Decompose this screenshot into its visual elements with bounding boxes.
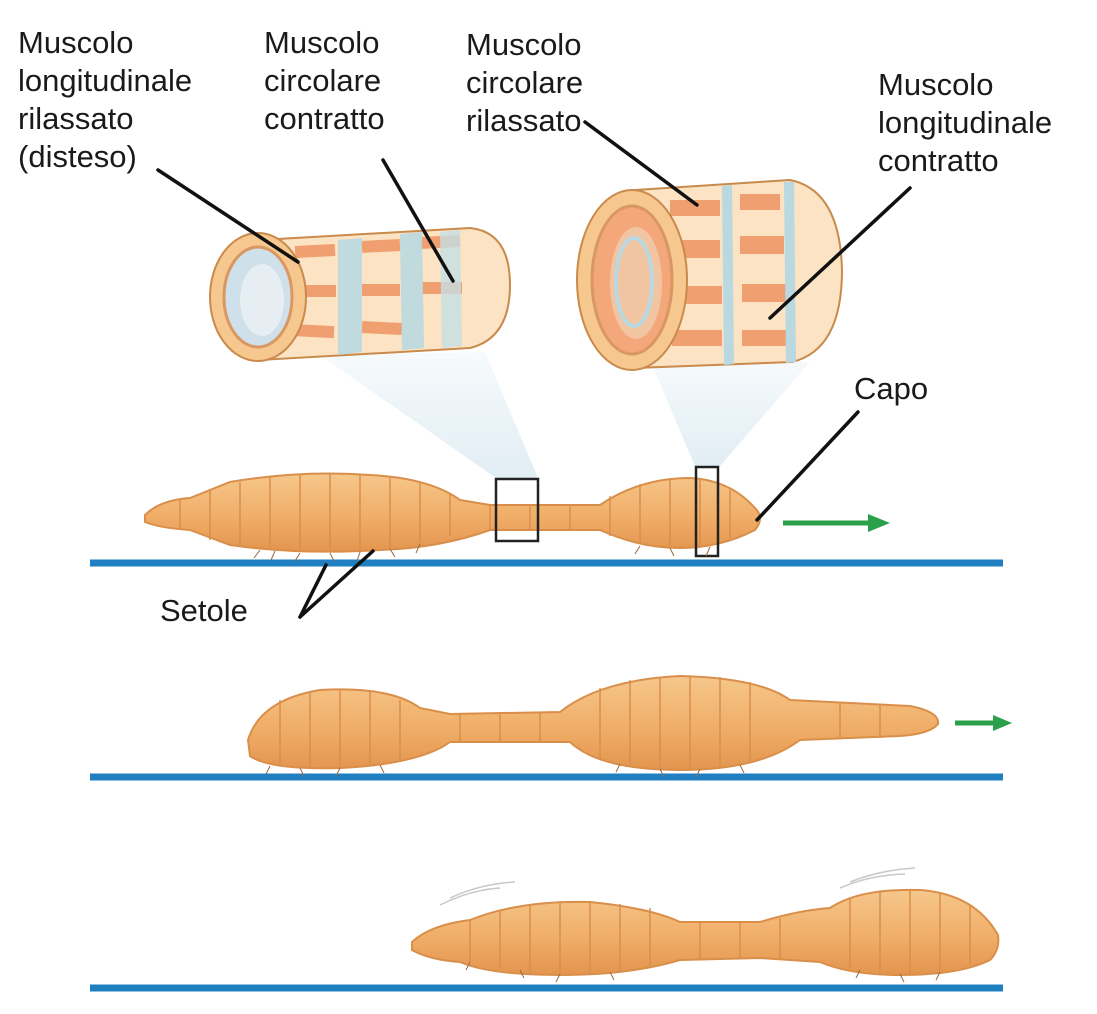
label-circular-contracted: Muscolo circolare contratto (264, 25, 385, 136)
bristles-worm-2 (265, 763, 745, 778)
worm-stage-1 (144, 465, 890, 562)
bristles-worm-3 (465, 961, 941, 983)
label-bristles: Setole (160, 593, 248, 628)
zoom-box-contracted (694, 465, 720, 558)
zoom-box-stretched (494, 477, 540, 543)
label-circular-relaxed: Muscolo circolare rilassato (466, 27, 584, 138)
worm-stage-2 (246, 674, 1012, 778)
arrow-right-icon (783, 514, 890, 532)
worm-stage-3 (411, 867, 1000, 983)
label-longitudinal-relaxed: Muscolo longitudinale rilassato (disteso… (18, 25, 193, 174)
arrow-right-icon (955, 715, 1012, 731)
motion-lines (439, 867, 916, 906)
muscle-tube-contracted (576, 178, 844, 371)
projection-cones (320, 352, 810, 478)
label-head: Capo (854, 371, 929, 406)
muscle-tube-stretched (209, 226, 512, 362)
bristles-worm-1 (253, 543, 711, 562)
label-longitudinal-contracted: Muscolo longitudinale contratto (878, 67, 1053, 178)
leader-lines (156, 120, 912, 619)
ground-lines (90, 559, 1003, 992)
